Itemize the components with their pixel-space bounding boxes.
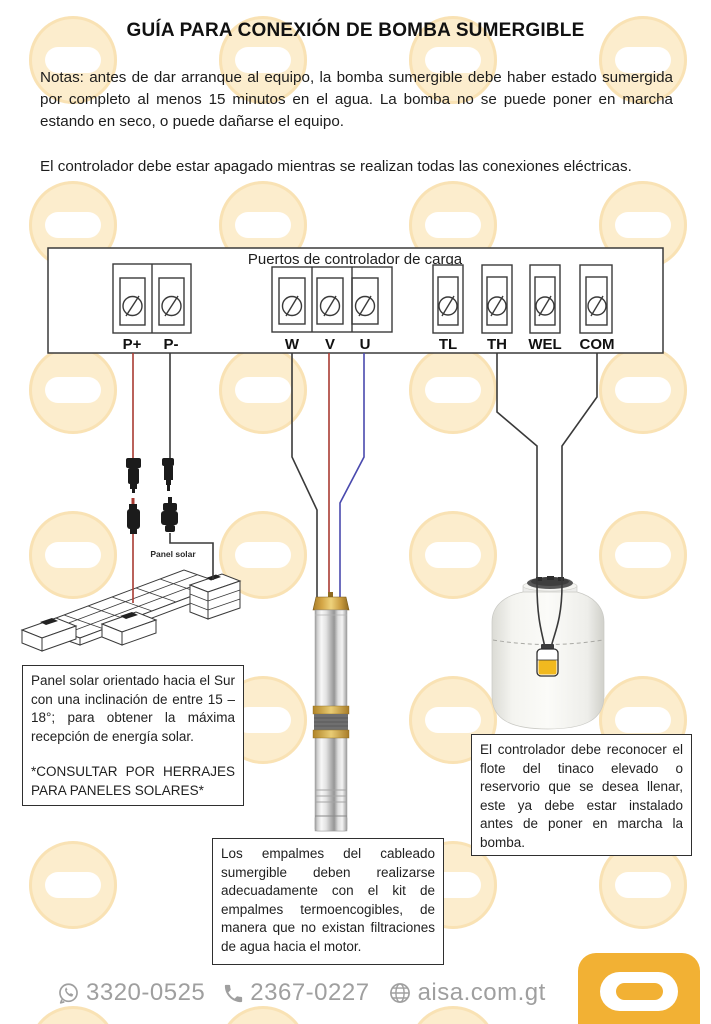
logo-watermark [219,16,307,104]
pump-wires [291,353,365,598]
logo-watermark [409,346,497,434]
terminal-pair-pv [112,263,192,334]
mc4-connector-neg-upper [162,458,174,491]
whatsapp-contact: 3320-0525 [56,979,205,1007]
wire-com [550,353,598,649]
controller-box: Puertos de controlador de carga [47,247,664,354]
controller-title: Puertos de controlador de carga [248,251,463,268]
logo-watermark [29,16,117,104]
terminal-label-u: U [360,336,371,353]
brand-logo [578,953,700,1024]
terminal-label-wel: WEL [528,336,561,353]
logo-watermark [599,511,687,599]
website-contact: aisa.com.gt [387,979,546,1007]
wiring-diagram: Puertos de controlador de carga [20,247,664,832]
website-url: aisa.com.gt [417,979,546,1006]
panel-mount-blocks [20,573,242,652]
mc4-connector-neg-lower [161,497,178,532]
float-note-box: El controlador debe reconocer el flote d… [471,734,692,856]
logo-watermark [409,511,497,599]
terminal-label-p-minus: P- [164,336,179,353]
terminal-label-th: TH [487,336,507,353]
terminal-labels: P+ P- W V U TL TH WEL COM [123,336,615,353]
mc4-connectors [126,458,178,534]
brand-logo-stadium [600,972,678,1011]
terminal-triple-wvu [271,266,393,333]
panel-note-text-2: *CONSULTAR POR HERRAJES PARA PANELES SOL… [31,764,235,798]
logo-watermark [599,16,687,104]
panel-note-box: Panel solar orientado hacia el Sur con u… [22,665,244,806]
logo-watermark [599,346,687,434]
globe-icon [389,983,410,1003]
logo-watermark [29,511,117,599]
terminal-label-v: V [325,336,335,353]
pv-wires [132,353,214,603]
wire-th [496,353,546,649]
intro-paragraph-2: El controlador debe estar apagado mientr… [40,158,632,175]
footer: 3320-0525 2367-0227 aisa.com.gt [56,973,546,1013]
mc4-connector-pos-lower [127,498,140,534]
wire-u [339,353,365,598]
whatsapp-number: 3320-0525 [86,979,206,1006]
panel-note-text-1: Panel solar orientado hacia el Sur con u… [31,673,235,744]
wire-w [291,353,318,598]
terminal-label-p-plus: P+ [123,336,142,353]
float-wires [496,353,598,649]
logo-watermark [29,841,117,929]
logo-watermark [409,16,497,104]
mc4-connector-pos-upper [126,458,141,493]
page-title: GUÍA PARA CONEXIÓN DE BOMBA SUMERGIBLE [126,20,585,41]
submersible-pump [312,592,350,832]
terminal-singles [432,264,613,334]
terminal-label-tl: TL [439,336,457,353]
terminal-label-com: COM [580,336,615,353]
float-switch [536,644,559,677]
logo-watermark [29,346,117,434]
phone-number: 2367-0227 [250,979,370,1006]
panel-label: Panel solar [150,549,196,559]
terminal-label-w: W [285,336,300,353]
splice-note-box: Los empalmes del cableado sumergible deb… [212,838,444,965]
phone-contact: 2367-0227 [222,979,369,1007]
whatsapp-icon [59,982,78,1004]
phone-icon [225,984,243,1002]
wire-p-minus-lower [169,533,214,580]
intro-paragraph-1: Notas: antes de dar arranque al equipo, … [40,69,673,130]
